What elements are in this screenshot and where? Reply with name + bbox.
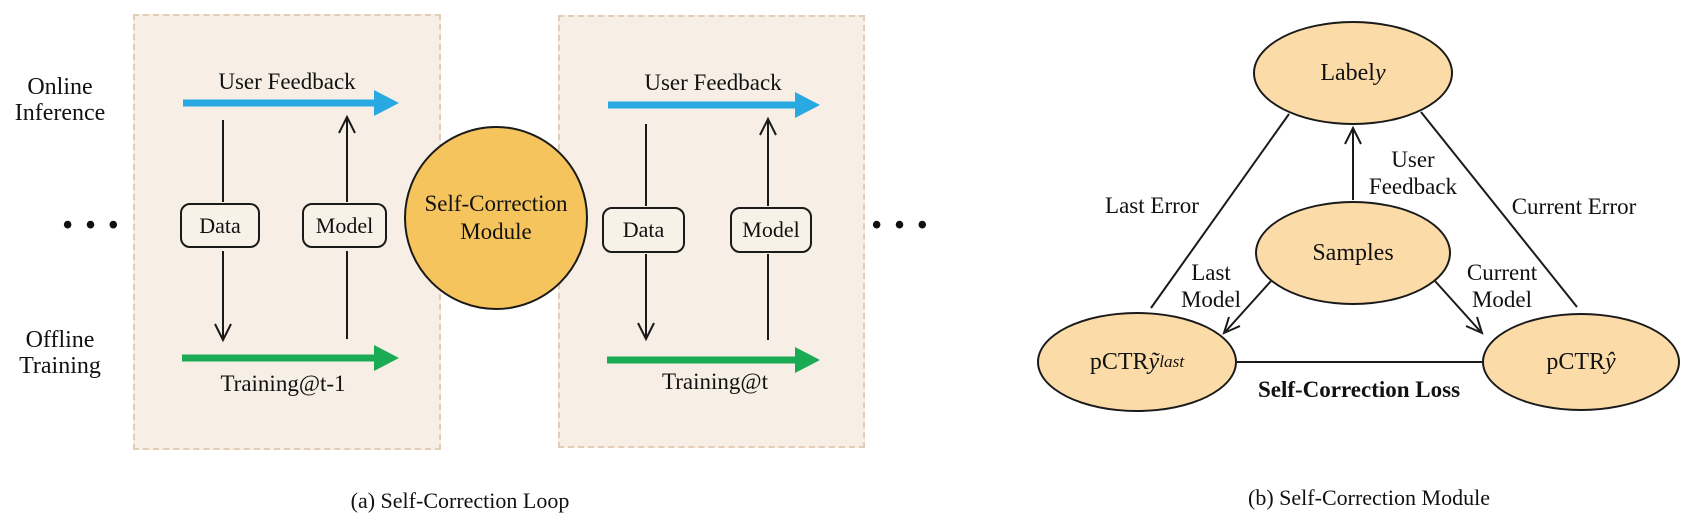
online-inference-line2: Inference (14, 100, 106, 126)
pctr-last-var: ỹ (1148, 348, 1160, 375)
caption-a: (a) Self-Correction Loop (350, 488, 570, 513)
user-feedback-label-b: User Feedback (1353, 146, 1473, 200)
training-t-minus-1-label: Training@t-1 (220, 371, 346, 396)
module-label-line2: Module (460, 219, 532, 244)
down-arrowhead-left-icon (214, 323, 232, 343)
current-error-label: Current Error (1511, 194, 1637, 219)
model-box-left: Model (302, 203, 387, 248)
caption-b: (b) Self-Correction Module (1248, 485, 1490, 510)
current-model-arrowhead-icon (1465, 316, 1484, 335)
pctr-last-node: pCTR ỹ last (1037, 312, 1237, 412)
last-model-arrowhead-icon (1222, 316, 1241, 335)
offline-training-line1: Offline (25, 327, 95, 353)
user-feedback-arrowhead-left-icon (374, 90, 399, 116)
down-arrowhead-right-icon (637, 322, 655, 342)
model-box-right: Model (730, 207, 812, 253)
last-model-arrow (1225, 280, 1272, 332)
up-arrowhead-right-icon (759, 116, 777, 136)
user-feedback-label-right: User Feedback (644, 70, 782, 95)
last-model-line2: Model (1180, 287, 1242, 312)
pctr-hat-var: ŷ (1605, 348, 1616, 375)
label-y-prefix: Label (1320, 59, 1375, 86)
training-t-label: Training@t (662, 369, 768, 394)
continuation-ellipsis-left: • • • (62, 210, 122, 241)
offline-training-label: Offline Training (8, 327, 112, 379)
self-correction-loss-label: Self-Correction Loss (1257, 377, 1461, 402)
training-arrowhead-right-icon (795, 347, 820, 373)
data-box-right: Data (602, 207, 685, 253)
training-arrowhead-left-icon (374, 345, 399, 371)
label-y-node: Label y (1253, 21, 1453, 125)
user-feedback-b-line2: Feedback (1368, 174, 1458, 199)
user-feedback-arrowhead-right-icon (795, 92, 820, 118)
self-correction-module-node: Self-Correction Module (404, 126, 588, 310)
pctr-last-subscript: last (1159, 352, 1185, 371)
current-model-label: Current Model (1447, 259, 1557, 313)
last-error-line (1150, 113, 1290, 309)
user-feedback-arrowhead-b-icon (1344, 125, 1362, 145)
pctr-hat-node: pCTR ŷ (1482, 313, 1680, 411)
data-box-left: Data (180, 203, 260, 248)
continuation-ellipsis-right: • • • (871, 210, 931, 241)
up-arrowhead-left-icon (338, 114, 356, 134)
online-inference-line1: Online (27, 74, 93, 100)
current-error-line (1420, 111, 1578, 308)
label-y-var: y (1374, 59, 1386, 86)
online-inference-label: Online Inference (8, 74, 112, 126)
samples-node: Samples (1255, 201, 1451, 305)
current-model-arrow (1434, 280, 1481, 332)
current-model-line2: Model (1471, 287, 1533, 312)
pctr-hat-prefix: pCTR (1546, 348, 1606, 375)
offline-training-line2: Training (19, 353, 101, 379)
current-model-line1: Current (1466, 260, 1538, 285)
last-model-line1: Last (1191, 260, 1231, 285)
pctr-last-prefix: pCTR (1089, 348, 1149, 375)
last-model-label: Last Model (1161, 259, 1261, 313)
module-label-line1: Self-Correction (424, 191, 568, 216)
last-error-label: Last Error (1105, 193, 1199, 218)
user-feedback-b-line1: User (1391, 147, 1435, 172)
user-feedback-label-left: User Feedback (218, 69, 356, 94)
